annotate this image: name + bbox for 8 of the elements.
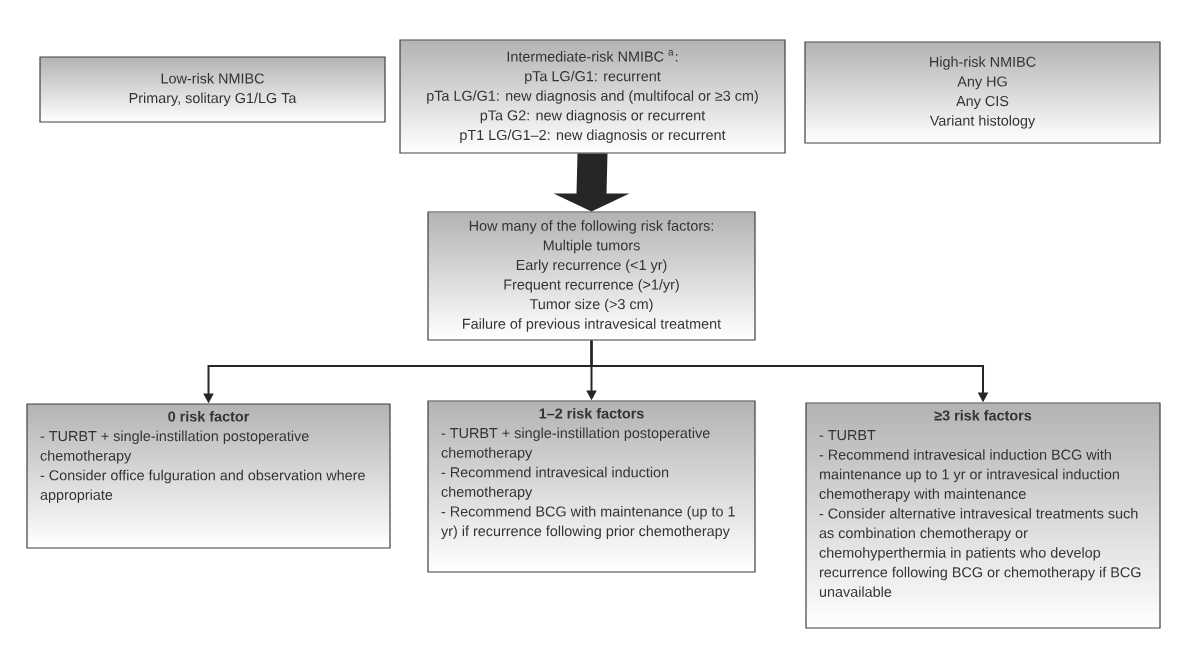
risk-box: Intermediate-risk NMIBC $^{a}$: pTa LG/G1: recurrent pTa LG/G1: new diagnosis and (multifocal or ≥3 cm) pTa G2: new diagnosis or recurrent pT1 LG/G1–2: new diagnosis or recurrent [399, 39, 786, 154]
risk-box: Low-risk NMIBC Primary, solitary G1/LG Ta [39, 56, 386, 123]
risk-box: How many of the following risk factors: Multiple tumors Early recurrence (<1 yr) Frequent recurrence (>1/yr) Tumor size (>3 cm) Failure of previous intravesical treatment [427, 211, 756, 341]
block-arrow [553, 153, 630, 212]
risk-box: 1–2 risk factors - TURBT + single-instillation postoperative chemotherapy - Recommend intravesical induction chemotherapy - Recommend BCG with maintenance (up to 1 yr) if recurrence following prior chemotherapy [427, 400, 756, 573]
risk-box: 0 risk factor - TURBT + single-instillation postoperative chemotherapy - Consider office fulguration and observation where appropriate [26, 403, 391, 549]
risk-box: High-risk NMIBC Any HG Any CIS Variant histology [804, 41, 1161, 144]
risk-box: ≥3 risk factors - TURBT - Recommend intravesical induction BCG with maintenance up to 1 yr or intravesical induction chemotherapy with maintenance - Consider alternative intravesical treatments such as combination chemotherapy or chemohyperthermia in patients who develop recurrence following BCG or chemotherapy if BCG unavailable [805, 402, 1161, 629]
